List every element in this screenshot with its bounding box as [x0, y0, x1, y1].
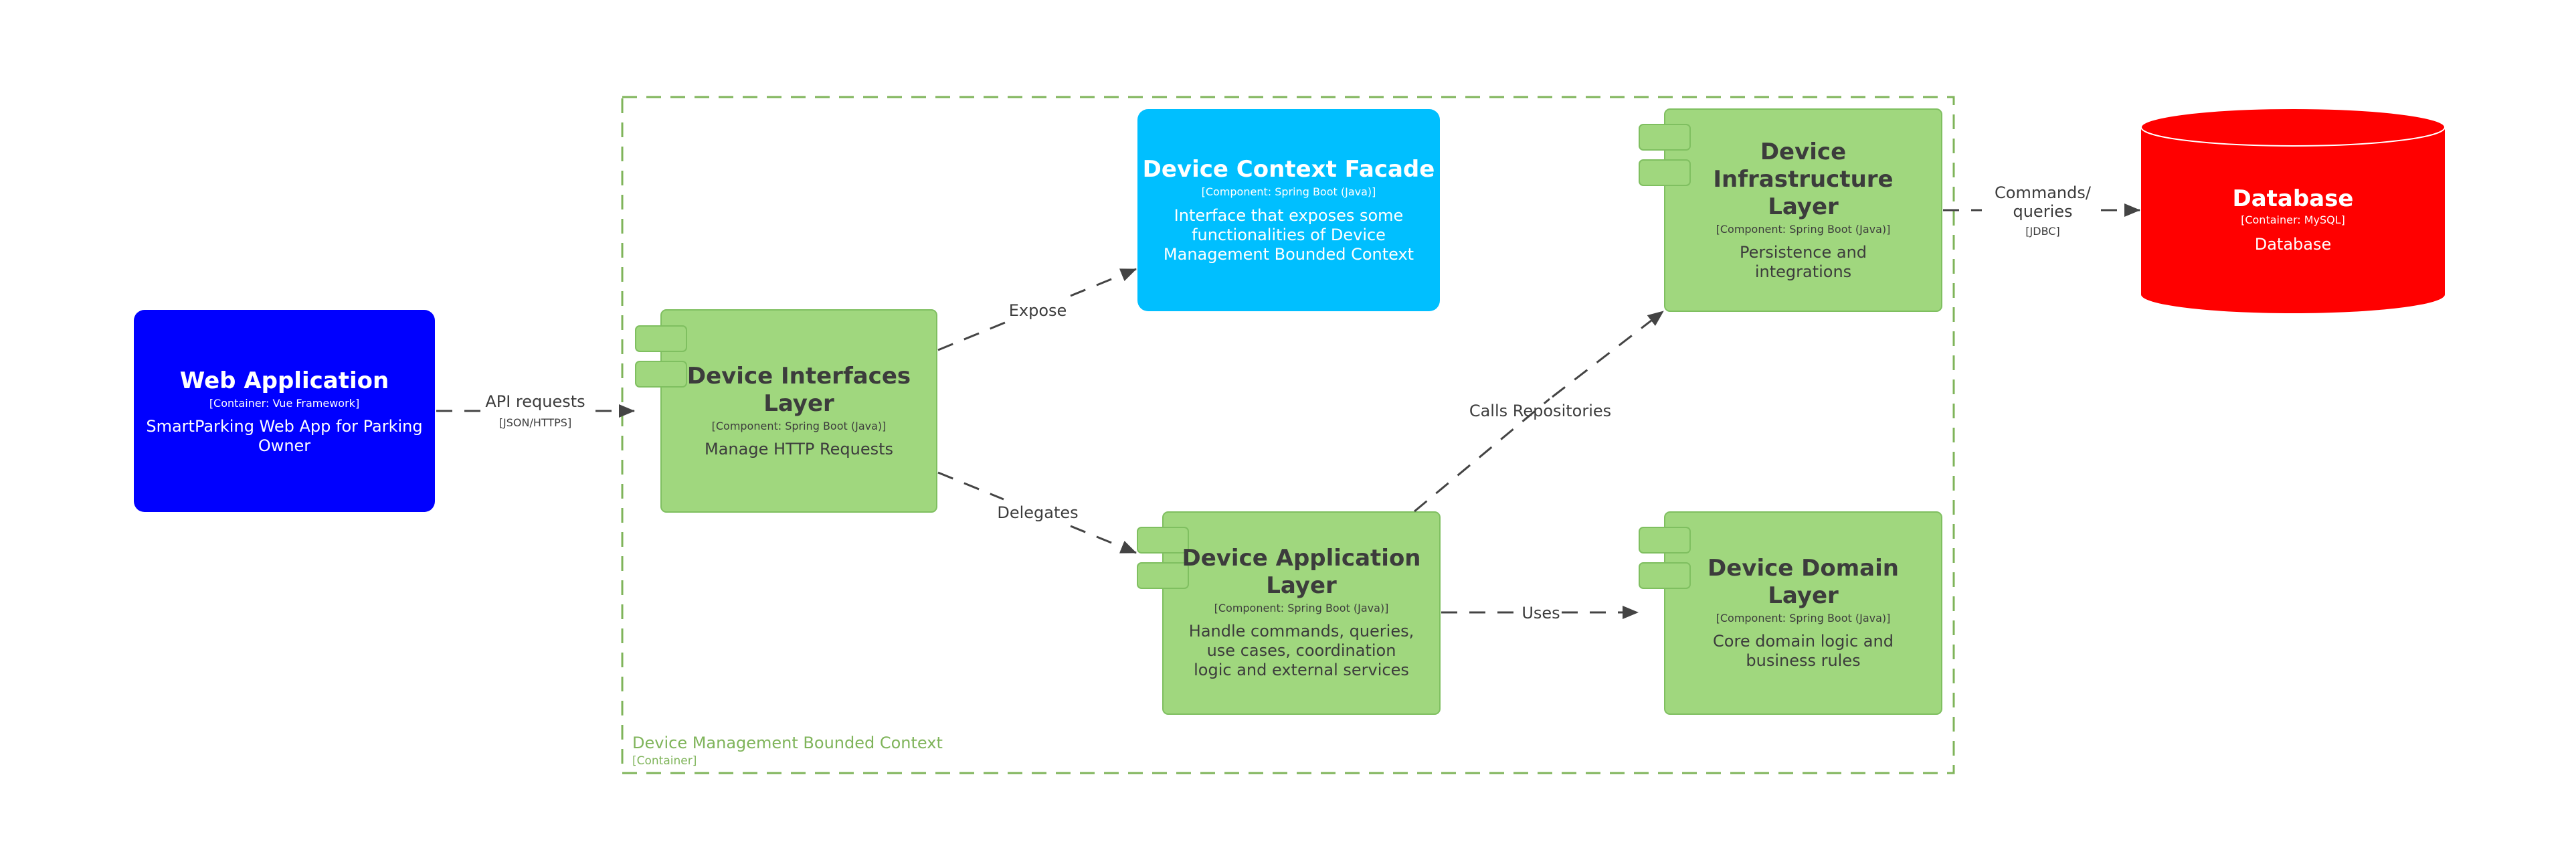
facade-desc: functionalities of Device — [1192, 226, 1386, 244]
database-title: Database — [2233, 185, 2354, 212]
edge-delegates: Delegates — [937, 471, 1137, 554]
edge-label: Uses — [1522, 604, 1560, 622]
infrastructure-title: Infrastructure — [1713, 166, 1893, 193]
edge-commands-queries: Commands/ queries [JDBC] — [1943, 183, 2140, 238]
facade-desc: Management Bounded Context — [1164, 245, 1414, 264]
component-tab-icon — [1639, 562, 1691, 589]
edge-expose: Expose — [937, 268, 1137, 351]
application-desc: use cases, coordination — [1207, 641, 1396, 660]
web-application-node[interactable]: Web Application [Container: Vue Framewor… — [134, 310, 435, 512]
domain-desc: Core domain logic and — [1713, 632, 1894, 651]
boundary-title: Device Management Bounded Context — [632, 734, 943, 752]
component-tab-icon — [1137, 562, 1189, 589]
web-app-desc: SmartParking Web App for Parking — [146, 417, 422, 436]
database-desc: Database — [2255, 235, 2332, 254]
infrastructure-title: Device — [1760, 139, 1846, 165]
interfaces-tech: [Component: Spring Boot (Java)] — [712, 420, 887, 432]
infrastructure-layer-component[interactable]: Device Infrastructure Layer [Component: … — [1639, 108, 1942, 312]
interfaces-desc: Manage HTTP Requests — [705, 440, 893, 458]
database-node[interactable]: Database [Container: MySQL] Database — [2140, 108, 2446, 313]
edge-label: API requests — [485, 392, 585, 411]
infrastructure-tech: [Component: Spring Boot (Java)] — [1716, 223, 1891, 236]
edge-api-requests: API requests [JSON/HTTPS] — [436, 392, 635, 429]
edge-label: Delegates — [997, 503, 1078, 522]
domain-title: Device Domain — [1708, 555, 1899, 582]
domain-title: Layer — [1768, 582, 1839, 609]
component-tab-icon — [1137, 527, 1189, 554]
web-app-desc: Owner — [258, 436, 310, 455]
web-app-title: Web Application — [180, 367, 389, 394]
component-tab-icon — [1639, 124, 1691, 151]
domain-desc: business rules — [1746, 651, 1860, 670]
database-top-ellipse — [2140, 108, 2446, 147]
component-tab-icon — [1639, 159, 1691, 186]
edge-uses: Uses — [1441, 604, 1639, 622]
boundary-kind: [Container] — [632, 754, 697, 768]
application-layer-component[interactable]: Device Application Layer [Component: Spr… — [1137, 511, 1441, 715]
component-tab-icon — [635, 361, 687, 388]
facade-title: Device Context Facade — [1143, 156, 1435, 183]
edge-tech: [JSON/HTTPS] — [499, 416, 571, 429]
application-desc: logic and external services — [1194, 661, 1409, 679]
application-tech: [Component: Spring Boot (Java)] — [1214, 602, 1389, 614]
edge-label: Commands/ — [1995, 183, 2092, 202]
facade-desc: Interface that exposes some — [1174, 206, 1404, 225]
edge-label: Calls Repositories — [1469, 402, 1611, 420]
domain-layer-component[interactable]: Device Domain Layer [Component: Spring B… — [1639, 511, 1942, 715]
application-title: Layer — [1266, 572, 1337, 599]
domain-tech: [Component: Spring Boot (Java)] — [1716, 612, 1891, 624]
edge-label: queries — [2013, 202, 2072, 221]
infrastructure-desc: Persistence and — [1740, 243, 1867, 262]
interfaces-title: Layer — [763, 390, 834, 417]
context-facade-component[interactable]: Device Context Facade [Component: Spring… — [1137, 109, 1440, 311]
bounded-context-boundary — [621, 96, 1955, 774]
facade-tech: [Component: Spring Boot (Java)] — [1202, 185, 1376, 198]
interfaces-layer-component[interactable]: Device Interfaces Layer [Component: Spri… — [635, 309, 937, 513]
edge-label: Expose — [1009, 301, 1067, 320]
application-desc: Handle commands, queries, — [1189, 622, 1414, 641]
component-tab-icon — [1639, 527, 1691, 554]
infrastructure-desc: integrations — [1755, 262, 1851, 281]
application-title: Device Application — [1182, 545, 1420, 572]
database-tech: [Container: MySQL] — [2241, 214, 2345, 226]
infrastructure-title: Layer — [1768, 193, 1839, 220]
component-tab-icon — [635, 325, 687, 352]
interfaces-title: Device Interfaces — [687, 363, 911, 390]
edge-tech: [JDBC] — [2025, 225, 2059, 238]
edge-calls-repositories: Calls Repositories — [1414, 310, 1664, 513]
web-app-tech: [Container: Vue Framework] — [209, 397, 359, 410]
